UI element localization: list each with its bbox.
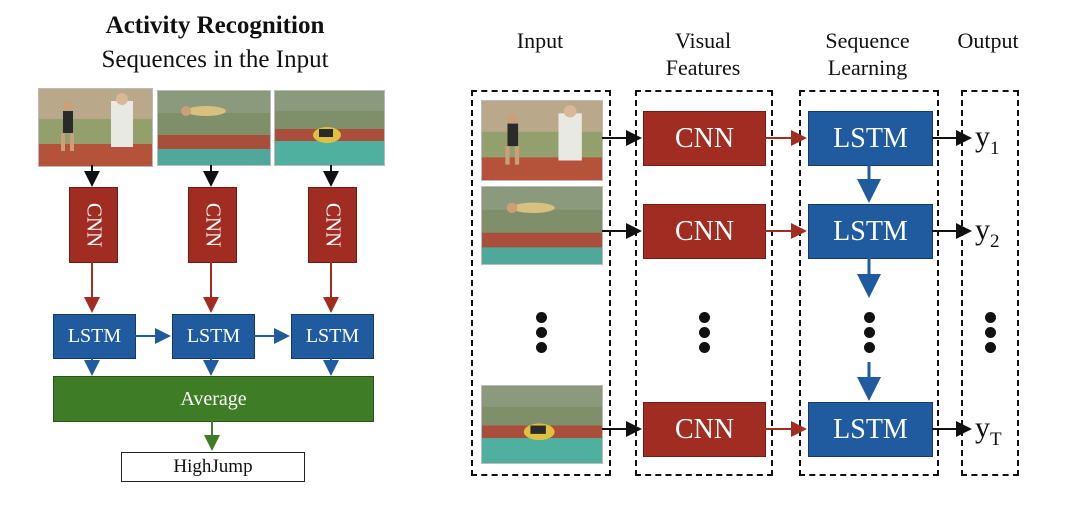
cnn-box-3: CNN [308,187,357,263]
average-label: Average [180,387,247,410]
lstm-row-1: LSTM [808,111,933,166]
lstm-box-2: LSTM [172,314,255,359]
lstm-row-2: LSTM [808,204,933,259]
lstm-label: LSTM [833,413,908,445]
cnn-box-1: CNN [69,187,118,263]
cnn-label: CNN [674,413,735,445]
header-input: Input [516,28,564,53]
seq-frame-2-image [482,187,602,264]
cnn-row-2: CNN [643,204,766,259]
seq-frame-2 [481,186,603,265]
output-y1: y1 [975,120,1000,159]
cnn-row-1: CNN [643,111,766,166]
input-frame-3 [274,90,385,166]
cnn-row-T: CNN [643,402,766,457]
ellipsis-lstm [864,312,876,357]
lstm-box-3: LSTM [291,314,374,359]
frame-1-image [39,89,152,166]
average-box: Average [53,376,374,422]
left-title: Activity Recognition [105,12,325,39]
lstm-row-T: LSTM [808,402,933,457]
header-sequence-learning: Sequence Learning [825,28,910,80]
frame-3-image [275,91,384,165]
seq-frame-1-image [482,101,602,180]
seq-frame-1 [481,100,603,181]
lstm-label: LSTM [67,325,122,347]
output-class-box: HighJump [121,452,305,482]
lstm-label: LSTM [833,215,908,247]
sequence-learning-column [799,90,939,476]
header-output: Output [957,28,1019,53]
cnn-label: CNN [674,122,735,154]
header-visual-features: Visual Features [665,28,741,80]
frame-2-image [158,91,270,165]
cnn-box-2: CNN [188,187,237,263]
seq-frame-T-image [482,386,602,463]
ellipsis-input [536,312,548,357]
ellipsis-output [985,312,997,357]
input-column [471,90,611,476]
lstm-label: LSTM [186,325,241,347]
cnn-label: CNN [674,215,735,247]
visual-features-column [635,90,773,476]
output-class-label: HighJump [173,456,253,477]
input-frame-1 [38,88,153,167]
input-frame-2 [157,90,271,166]
lstm-label: LSTM [305,325,360,347]
output-column [961,90,1019,476]
ellipsis-cnn [699,312,711,357]
lstm-box-1: LSTM [53,314,136,359]
seq-frame-T [481,385,603,464]
lstm-label: LSTM [833,122,908,154]
output-y2: y2 [975,213,1000,252]
output-yT: yT [975,411,1002,450]
left-subtitle: Sequences in the Input [101,46,329,73]
